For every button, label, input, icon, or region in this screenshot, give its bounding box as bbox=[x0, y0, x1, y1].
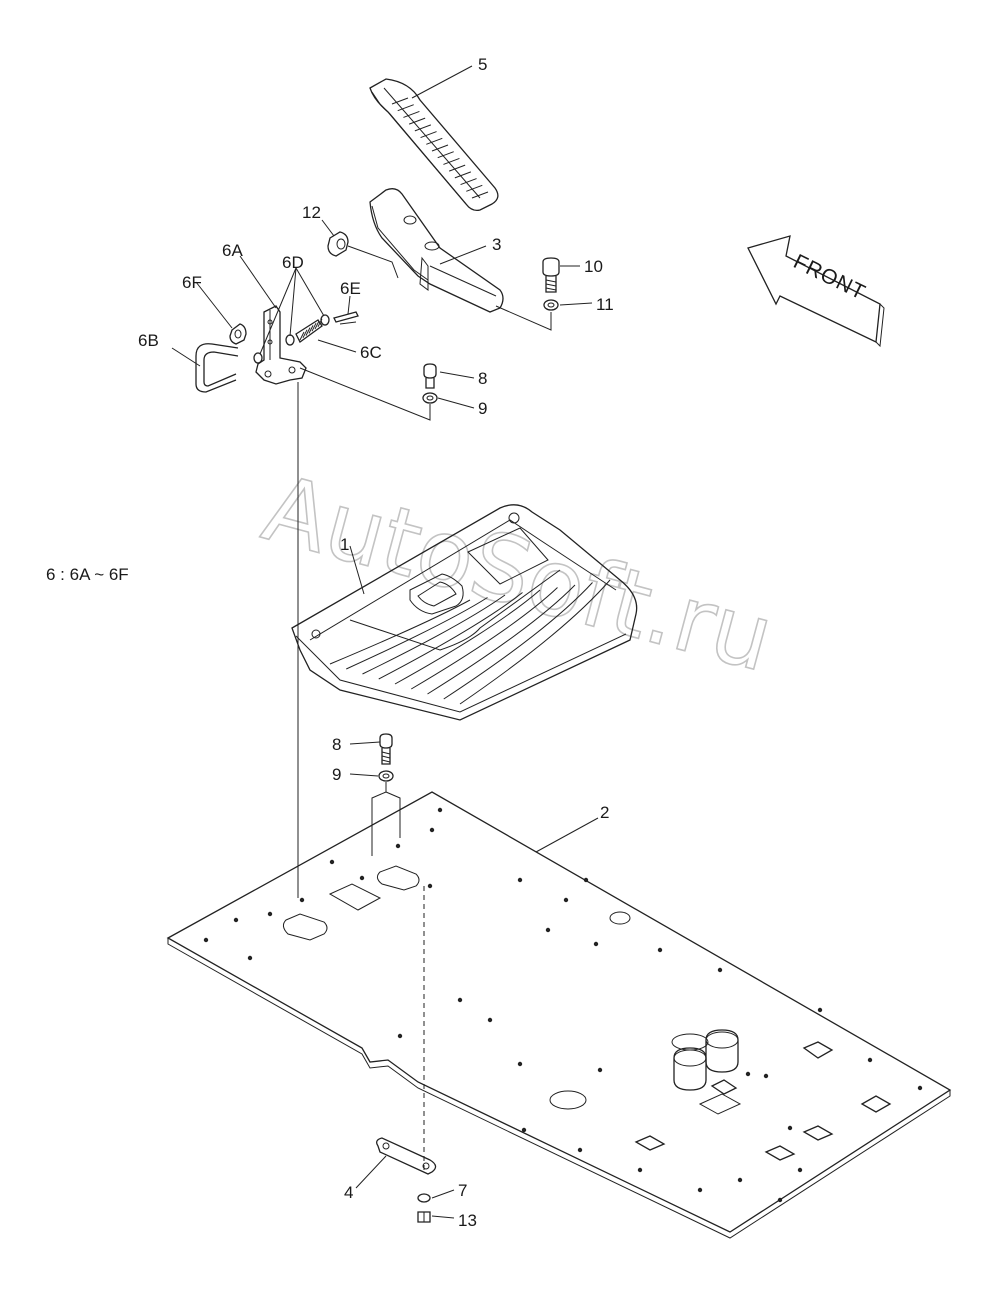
hinge-bracket-6A bbox=[255, 305, 307, 385]
floor-cover-part-1 bbox=[291, 504, 638, 721]
watermark-text: AutoSoft.ru bbox=[253, 455, 783, 693]
label-part-6E: 6E bbox=[340, 279, 361, 298]
label-part-4: 4 bbox=[344, 1183, 353, 1202]
label-part-6F: 6F bbox=[182, 273, 202, 292]
assembly-note: 6 : 6A ~ 6F bbox=[46, 565, 129, 584]
label-part-5: 5 bbox=[478, 55, 487, 74]
label-part-11: 11 bbox=[596, 295, 614, 314]
washer-part-7 bbox=[417, 1193, 431, 1203]
bushing-6F bbox=[229, 323, 247, 345]
front-label: FRONT bbox=[790, 250, 870, 305]
washer-part-9-upper bbox=[299, 367, 438, 421]
floor-plate-part-2 bbox=[166, 791, 952, 1239]
strap-part-4 bbox=[376, 1137, 437, 1175]
label-part-6D: 6D bbox=[282, 253, 304, 272]
label-part-3: 3 bbox=[492, 235, 501, 254]
label-part-9-lower: 9 bbox=[332, 765, 341, 784]
pedal-bracket bbox=[369, 188, 504, 313]
label-part-10: 10 bbox=[584, 257, 603, 276]
bushing-part-12 bbox=[327, 231, 399, 279]
nut-part-13 bbox=[417, 1211, 431, 1223]
washer-part-9-lower bbox=[371, 770, 401, 856]
spring-6C bbox=[295, 318, 323, 343]
label-part-12: 12 bbox=[302, 203, 321, 222]
front-arrow-indicator: FRONT bbox=[747, 235, 885, 348]
label-part-8-lower: 8 bbox=[332, 735, 341, 754]
pedal-pad bbox=[369, 78, 499, 212]
label-part-6C: 6C bbox=[360, 343, 382, 362]
pin-6E bbox=[333, 311, 359, 325]
bolt-part-8-lower bbox=[379, 733, 393, 765]
label-part-9-upper: 9 bbox=[478, 399, 487, 418]
label-part-2: 2 bbox=[600, 803, 609, 822]
label-part-6B: 6B bbox=[138, 331, 159, 350]
label-part-8-upper: 8 bbox=[478, 369, 487, 388]
label-part-6A: 6A bbox=[222, 241, 243, 260]
label-part-1: 1 bbox=[340, 535, 349, 554]
label-part-7: 7 bbox=[458, 1181, 467, 1200]
bolt-part-10 bbox=[542, 257, 560, 293]
u-bolt-6B bbox=[195, 343, 239, 393]
label-part-13: 13 bbox=[458, 1211, 477, 1230]
bolt-part-8-upper bbox=[423, 363, 437, 389]
callout-leaders bbox=[171, 65, 599, 1219]
washer-part-11 bbox=[495, 299, 559, 331]
